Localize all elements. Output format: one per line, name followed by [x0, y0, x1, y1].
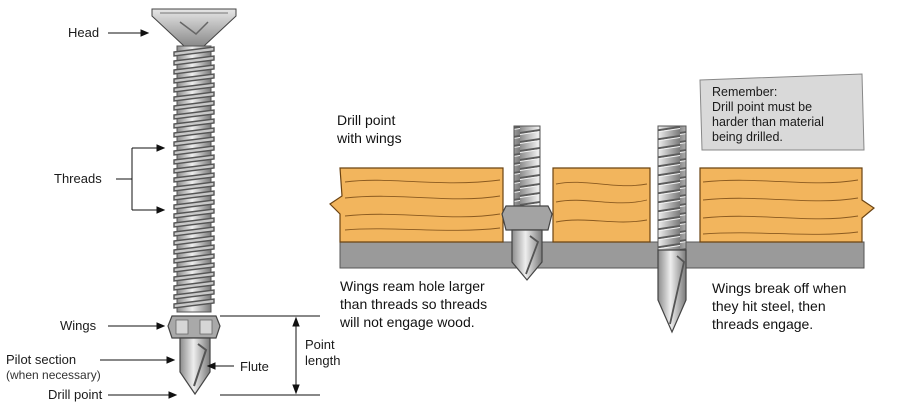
- screw-engaging-steel: [657, 125, 687, 334]
- caption-drill-point-2: with wings: [337, 130, 402, 146]
- caption-break-1: Wings break off when: [712, 280, 847, 296]
- caption-ream-1: Wings ream hole larger: [340, 278, 485, 294]
- screw-reaming-wood: [501, 125, 553, 281]
- label-wings: Wings: [60, 318, 97, 333]
- screw-threads: [173, 45, 215, 313]
- note-box: [699, 73, 865, 151]
- label-point-length-1: Point: [305, 337, 335, 352]
- screw-drill-point: [179, 337, 211, 396]
- label-pilot-section: Pilot section: [6, 352, 77, 367]
- wood-board-left: [329, 167, 504, 243]
- note-line-1: Drill point must be: [712, 100, 813, 114]
- wood-board-right: [699, 167, 876, 243]
- caption-drill-point-1: Drill point: [337, 112, 396, 128]
- label-head: Head: [68, 25, 100, 40]
- note-line-3: being drilled.: [712, 130, 783, 144]
- label-drill-point: Drill point: [48, 387, 103, 402]
- label-pilot-note: (when necessary): [6, 368, 101, 382]
- caption-break-3: threads engage.: [712, 316, 814, 332]
- label-point-length-2: length: [305, 353, 341, 368]
- note-line-2: harder than material: [712, 115, 824, 129]
- caption-ream-2: than threads so threads: [340, 296, 488, 312]
- wood-and-steel-section: [329, 73, 876, 334]
- steel-base: [339, 241, 865, 269]
- note-title: Remember:: [712, 85, 778, 99]
- label-flute: Flute: [240, 359, 269, 374]
- caption-break-2: they hit steel, then: [712, 298, 826, 314]
- screw-flute: [193, 343, 208, 387]
- wood-board-middle: [552, 167, 651, 243]
- leader-lines: [100, 29, 320, 399]
- screw-head: [151, 8, 237, 47]
- label-threads: Threads: [54, 171, 102, 186]
- main-screw: [151, 8, 237, 396]
- caption-ream-3: will not engage wood.: [340, 314, 475, 330]
